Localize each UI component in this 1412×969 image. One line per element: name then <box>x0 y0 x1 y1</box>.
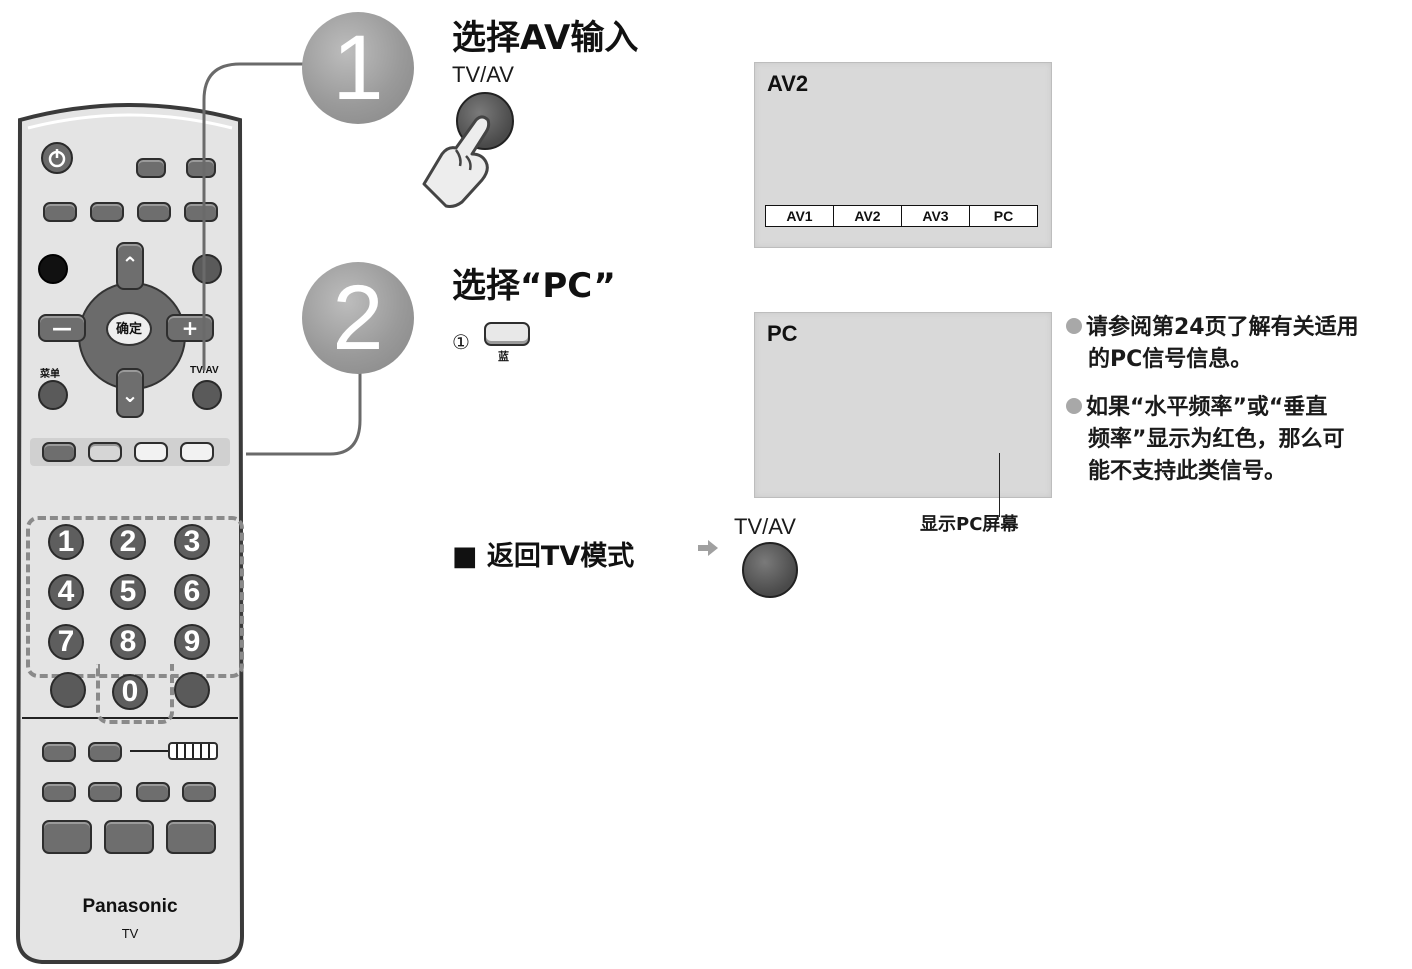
model-label: TV <box>121 926 139 941</box>
remote-button[interactable] <box>136 158 166 178</box>
note-1-line-2: 的PC信号信息。 <box>1088 347 1253 372</box>
power-button[interactable] <box>41 142 73 174</box>
pointing-hand-icon <box>422 115 491 208</box>
tvav-small-label: TV/AV <box>190 365 219 376</box>
chevron-down-icon: ⌄ <box>121 383 139 407</box>
round-button[interactable] <box>174 672 210 708</box>
tab-av3[interactable]: AV3 <box>902 206 970 226</box>
remote-button[interactable] <box>136 782 170 802</box>
menu-label: 菜单 <box>40 369 60 380</box>
pc-screen-caption: 显示PC屏幕 <box>920 514 1019 535</box>
number-0-button[interactable]: 0 <box>112 674 148 710</box>
return-tvav-button[interactable] <box>742 542 798 598</box>
step-2-circled-number: ① <box>452 330 470 354</box>
zero-dashed-frame <box>96 664 174 724</box>
yellow-button[interactable] <box>134 442 168 462</box>
blue-button-label: 蓝 <box>498 350 509 363</box>
pc-screen-title: PC <box>767 321 798 346</box>
step-1-title: 选择AV输入 <box>452 18 639 58</box>
large-remote-button[interactable] <box>42 820 92 854</box>
menu-button[interactable] <box>38 380 68 410</box>
tvav-button[interactable] <box>192 380 222 410</box>
number-6-button[interactable]: 6 <box>174 574 210 610</box>
plus-button[interactable]: + <box>166 314 214 342</box>
number-7-button[interactable]: 7 <box>48 624 84 660</box>
note-2-line-1: 如果“水平频率”或“垂直 <box>1086 395 1328 420</box>
note-1-line-1: 请参阅第24页了解有关适用 <box>1086 315 1359 340</box>
remote-button[interactable] <box>90 202 124 222</box>
ok-button[interactable]: 确定 <box>106 312 152 346</box>
power-icon <box>48 149 66 168</box>
slider-knob[interactable] <box>168 742 218 760</box>
av-screen-title: AV2 <box>767 71 809 96</box>
remote-button[interactable] <box>88 782 122 802</box>
note-2-line-2: 频率”显示为红色，那么可 <box>1088 427 1345 452</box>
return-tv-label: ■ 返回TV模式 <box>452 541 635 572</box>
red-button[interactable] <box>42 442 76 462</box>
bullet-icon <box>1066 398 1082 414</box>
step-2-circle: 2 <box>302 262 414 374</box>
remote-button[interactable] <box>42 742 76 762</box>
number-9-button[interactable]: 9 <box>174 624 210 660</box>
step-1-button-label: TV/AV <box>452 62 514 87</box>
input-tabs: AV1 AV2 AV3 PC <box>765 205 1038 227</box>
tab-av2[interactable]: AV2 <box>834 206 902 226</box>
number-1-button[interactable]: 1 <box>48 524 84 560</box>
minus-icon: — <box>52 316 72 340</box>
number-4-button[interactable]: 4 <box>48 574 84 610</box>
green-button[interactable] <box>88 442 122 462</box>
slider-switch[interactable] <box>130 750 170 752</box>
step-1-circle: 1 <box>302 12 414 124</box>
av-screen: AV2 AV1 AV2 AV3 PC <box>754 62 1052 248</box>
blue-button-illustration <box>484 322 530 346</box>
remote-button[interactable] <box>137 202 171 222</box>
return-button-label: TV/AV <box>734 514 796 539</box>
note-pc-signal: 请参阅第24页了解有关适用 的PC信号信息。 <box>1066 312 1412 376</box>
step-2-title: 选择“PC” <box>452 266 616 306</box>
chevron-up-icon: ⌃ <box>121 252 139 276</box>
connector-lines <box>202 62 362 456</box>
up-button[interactable]: ⌃ <box>116 242 144 290</box>
number-8-button[interactable]: 8 <box>110 624 146 660</box>
remote-button[interactable] <box>186 158 216 178</box>
blue-button[interactable] <box>180 442 214 462</box>
large-remote-button[interactable] <box>166 820 216 854</box>
round-button[interactable] <box>192 254 222 284</box>
large-remote-button[interactable] <box>104 820 154 854</box>
plus-icon: + <box>181 316 199 340</box>
remote-button[interactable] <box>42 782 76 802</box>
pc-screen: PC <box>754 312 1052 517</box>
ok-label: 确定 <box>115 321 142 336</box>
minus-button[interactable]: — <box>38 314 86 342</box>
remote-button[interactable] <box>182 782 216 802</box>
note-2-line-3: 能不支持此类信号。 <box>1088 459 1287 484</box>
remote-button[interactable] <box>88 742 122 762</box>
number-2-button[interactable]: 2 <box>110 524 146 560</box>
round-button[interactable] <box>50 672 86 708</box>
tab-pc[interactable]: PC <box>993 208 1014 224</box>
black-round-button[interactable] <box>38 254 68 284</box>
number-3-button[interactable]: 3 <box>174 524 210 560</box>
remote-button[interactable] <box>184 202 218 222</box>
tab-av1[interactable]: AV1 <box>766 206 834 226</box>
remote-button[interactable] <box>43 202 77 222</box>
down-button[interactable]: ⌄ <box>116 368 144 418</box>
caption-pointer-line <box>999 453 1000 517</box>
brand-logo: Panasonic <box>82 896 178 917</box>
note-frequency-warning: 如果“水平频率”或“垂直 频率”显示为红色，那么可 能不支持此类信号。 <box>1066 392 1412 488</box>
remote-control: ⌃ ⌄ — + 确定 菜单 TV/AV 1 2 3 4 5 6 7 8 9 0 … <box>14 98 246 966</box>
arrow-right-icon <box>698 540 718 556</box>
number-5-button[interactable]: 5 <box>110 574 146 610</box>
bullet-icon <box>1066 318 1082 334</box>
